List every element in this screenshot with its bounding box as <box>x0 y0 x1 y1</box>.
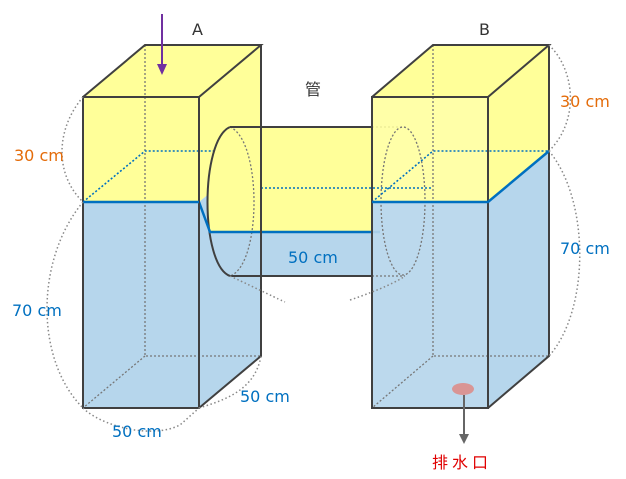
inlet-arrow <box>157 14 167 75</box>
pipe <box>197 126 426 277</box>
tank-b <box>261 45 549 409</box>
tank-b-label: B <box>479 20 490 39</box>
b-air-height-label: 30 cm <box>560 92 610 111</box>
drain-arrow <box>459 395 469 444</box>
pipe-label: 管 <box>305 80 321 99</box>
b-water-height-label: 70 cm <box>560 239 610 258</box>
a-water-height-label: 70 cm <box>12 301 62 320</box>
a-depth-label: 50 cm <box>240 387 290 406</box>
pipe-length-label: 50 cm <box>288 248 338 267</box>
tank-a-label: A <box>192 20 203 39</box>
a-air-height-label: 30 cm <box>14 146 64 165</box>
a-width-label: 50 cm <box>112 422 162 441</box>
drain-label: 排水口 <box>432 453 492 472</box>
drain-hole <box>452 383 474 395</box>
